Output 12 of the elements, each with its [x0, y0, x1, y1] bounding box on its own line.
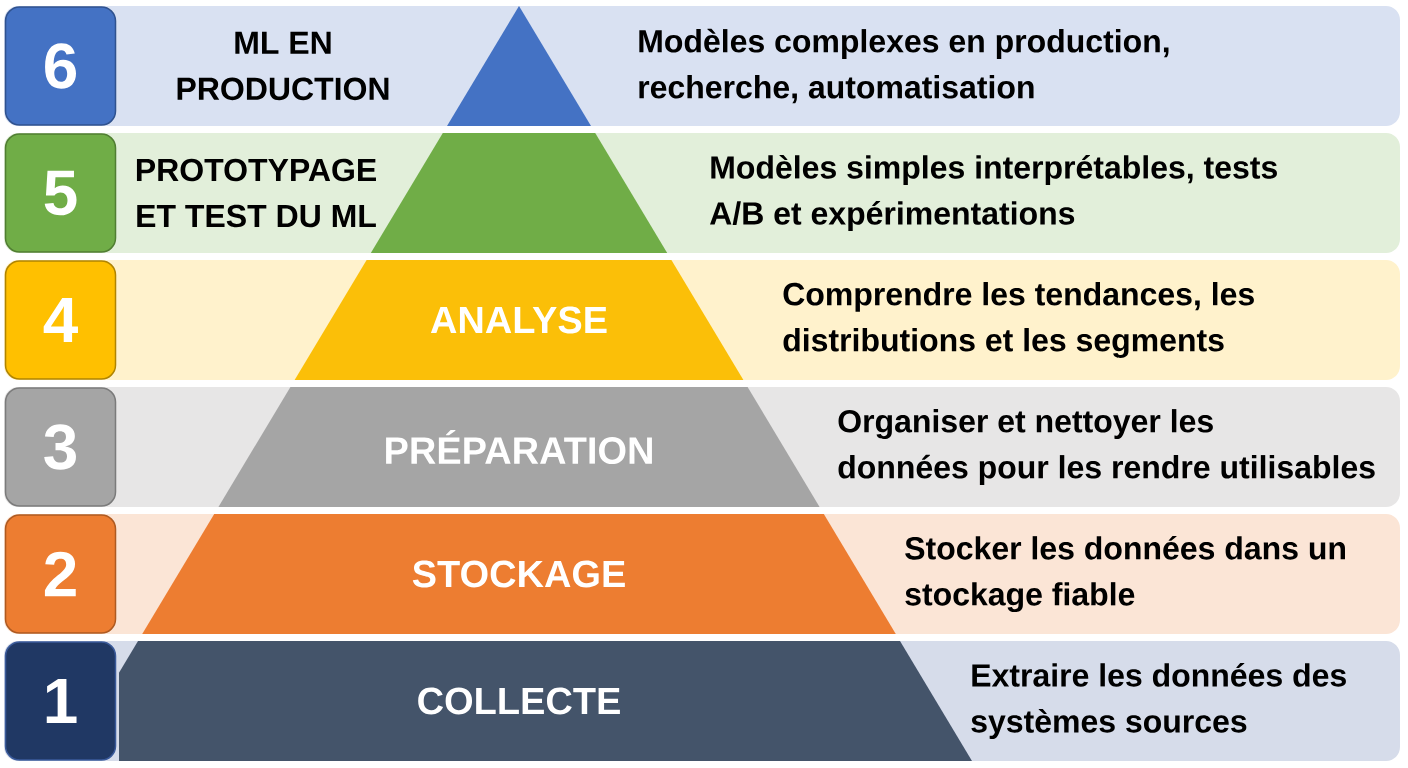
number-badge: 4: [4, 260, 117, 380]
level-label: PROTOTYPAGE ET TEST DU ML: [136, 158, 376, 228]
pyramid-tier: [447, 6, 591, 126]
pyramid-tier: COLLECTE: [119, 641, 972, 761]
pyramid-tier: ANALYSE: [294, 260, 744, 380]
number-badge: 1: [4, 641, 117, 761]
number-badge: 3: [4, 387, 117, 507]
pyramid-tier: PRÉPARATION: [218, 387, 820, 507]
level-label: ML EN PRODUCTION: [177, 31, 389, 101]
number-badge: 5: [4, 133, 117, 253]
number-badge: 2: [4, 514, 117, 634]
number-badge: 6: [4, 6, 117, 126]
